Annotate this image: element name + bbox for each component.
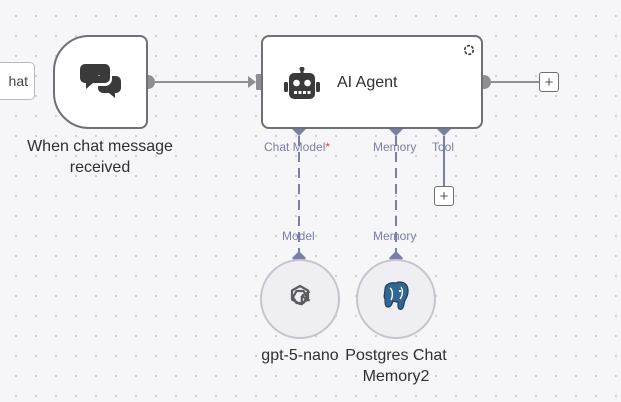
tool-port-label: Tool (432, 140, 455, 154)
postgres-memory-label: Postgres Chat Memory2 (336, 345, 456, 387)
postgres-memory-label-line1: Postgres Chat (345, 347, 447, 364)
add-next-node-button[interactable]: + (539, 72, 559, 92)
required-marker: * (325, 140, 331, 154)
chat-bubbles-icon (79, 62, 123, 103)
openai-model-label: gpt-5-nano (261, 347, 339, 364)
chat-model-port-label: Chat Model* (264, 140, 330, 154)
openai-icon (285, 282, 315, 317)
openai-model-node[interactable] (260, 259, 340, 339)
chat-model-port-text: Chat Model (264, 140, 326, 154)
plus-icon: + (439, 187, 449, 205)
add-tool-button[interactable]: + (434, 186, 454, 206)
postgres-memory-node[interactable] (356, 259, 436, 339)
ai-agent-node[interactable]: AI Agent (261, 35, 483, 129)
memory-node-port-label: Memory (373, 229, 417, 243)
open-chat-label: hat (8, 73, 28, 89)
robot-icon (284, 66, 320, 106)
memory-port-label: Memory (373, 140, 417, 154)
postgres-memory-label-line2: Memory2 (362, 368, 430, 385)
chat-trigger-label: When chat message received (27, 138, 173, 176)
ai-agent-title: AI Agent (337, 74, 398, 91)
open-chat-button[interactable]: hat (0, 62, 35, 100)
model-node-port-label: Model (282, 229, 315, 243)
expand-icon[interactable] (463, 43, 475, 61)
chat-trigger-node[interactable] (53, 35, 148, 129)
connection-arrowhead (248, 76, 256, 88)
postgres-elephant-icon (379, 280, 413, 319)
plus-icon: + (544, 73, 554, 91)
